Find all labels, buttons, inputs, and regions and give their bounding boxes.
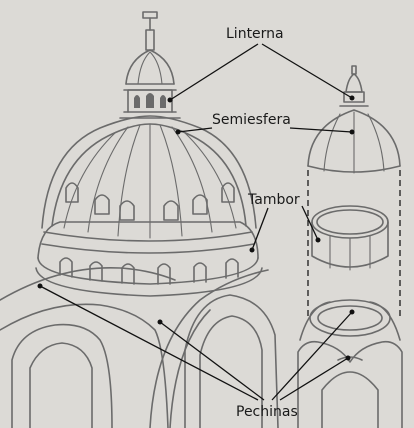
exploded-drum bbox=[312, 206, 388, 270]
label-pechinas: Pechinas bbox=[236, 404, 298, 420]
main-hemisphere bbox=[42, 116, 256, 238]
exploded-dome-illustration bbox=[298, 66, 402, 428]
exploded-pendentives bbox=[298, 300, 402, 428]
main-dome-illustration bbox=[0, 12, 278, 428]
main-drum bbox=[36, 222, 262, 296]
label-group-tambor: Tambor bbox=[247, 192, 321, 253]
label-group-linterna: Linterna bbox=[168, 26, 355, 103]
exploded-lantern bbox=[340, 66, 368, 106]
label-linterna: Linterna bbox=[226, 26, 284, 42]
label-semiesfera: Semiesfera bbox=[212, 112, 291, 128]
label-tambor: Tambor bbox=[247, 192, 300, 208]
exploded-hemisphere bbox=[308, 110, 400, 173]
